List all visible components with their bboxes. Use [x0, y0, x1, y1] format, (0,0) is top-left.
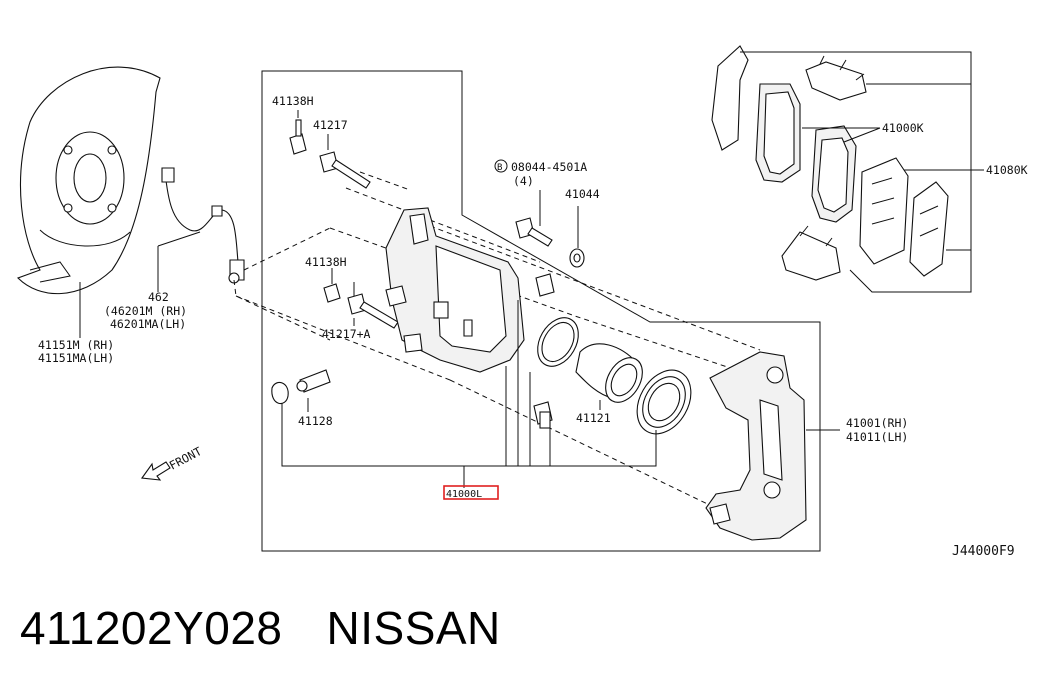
pad-shim-left: [711, 45, 749, 151]
label-bolt-mark: B: [497, 163, 502, 173]
label-41000k: 41000K: [882, 121, 924, 135]
bleeder-41138h-mid: [323, 283, 341, 303]
label-41138h-top: 41138H: [272, 94, 314, 108]
pad-shim-right: [859, 157, 909, 265]
label-08044: 08044-4501A: [511, 160, 587, 174]
pad-clip-top: [805, 55, 867, 101]
bolt-mark-circle: [494, 159, 508, 173]
pad-spring-right: [909, 181, 949, 277]
label-08044-qty: (4): [513, 174, 534, 188]
label-41151ma: 41151MA(LH): [38, 351, 114, 365]
label-46201ma: 46201MA(LH): [110, 317, 186, 331]
piston-seal-part: [537, 317, 579, 367]
label-41217: 41217: [313, 118, 348, 132]
label-41151m: 41151M (RH): [38, 338, 114, 352]
part-number: 411202Y028: [20, 602, 283, 654]
bleeder-screw-lower: [533, 401, 553, 429]
label-front: FRONT: [167, 444, 204, 473]
brake-pad-outer: [755, 83, 801, 183]
label-41011: 41011(LH): [846, 430, 908, 444]
label-41044: 41044: [565, 187, 600, 201]
front-arrow-icon: [141, 461, 171, 481]
label-462: 462: [148, 290, 169, 304]
label-41217a: 41217+A: [322, 327, 371, 341]
bolt-08044: [515, 217, 553, 247]
pin-boot-41128: [271, 369, 331, 405]
label-46201m: (46201M (RH): [104, 304, 187, 318]
brake-hose-part: [161, 167, 245, 284]
label-41138h-mid: 41138H: [305, 255, 347, 269]
dust-shield-part: [16, 66, 161, 295]
piston-41121: [575, 343, 643, 403]
caliper-body-part: [385, 207, 525, 373]
piston-boot-part: [636, 369, 692, 435]
highlight-box: [443, 485, 499, 500]
pad-clip-bottom: [781, 225, 841, 281]
guide-bolt-41217a: [347, 293, 399, 329]
caption: 411202Y028 NISSAN: [20, 598, 545, 658]
bleeder-screw-upper: [535, 273, 555, 297]
label-41121: 41121: [576, 411, 611, 425]
label-41128: 41128: [298, 414, 333, 428]
assembly-frame: [261, 70, 821, 552]
diagram-code: J44000F9: [952, 544, 1015, 559]
label-41000l: 41000L: [446, 489, 482, 500]
brand-name: NISSAN: [326, 602, 501, 654]
label-41001: 41001(RH): [846, 416, 908, 430]
brake-caliper-exploded-diagram: 41138H 41217 41138H 41217+A 41128 41121 …: [16, 45, 1028, 559]
cap-41044: [569, 248, 585, 268]
brake-pad-inner: [811, 125, 857, 223]
caliper-bracket-part: [705, 351, 807, 541]
bleeder-41138h-top: [289, 119, 307, 155]
label-41080k: 41080K: [986, 163, 1028, 177]
guide-bolt-41217: [319, 151, 371, 189]
